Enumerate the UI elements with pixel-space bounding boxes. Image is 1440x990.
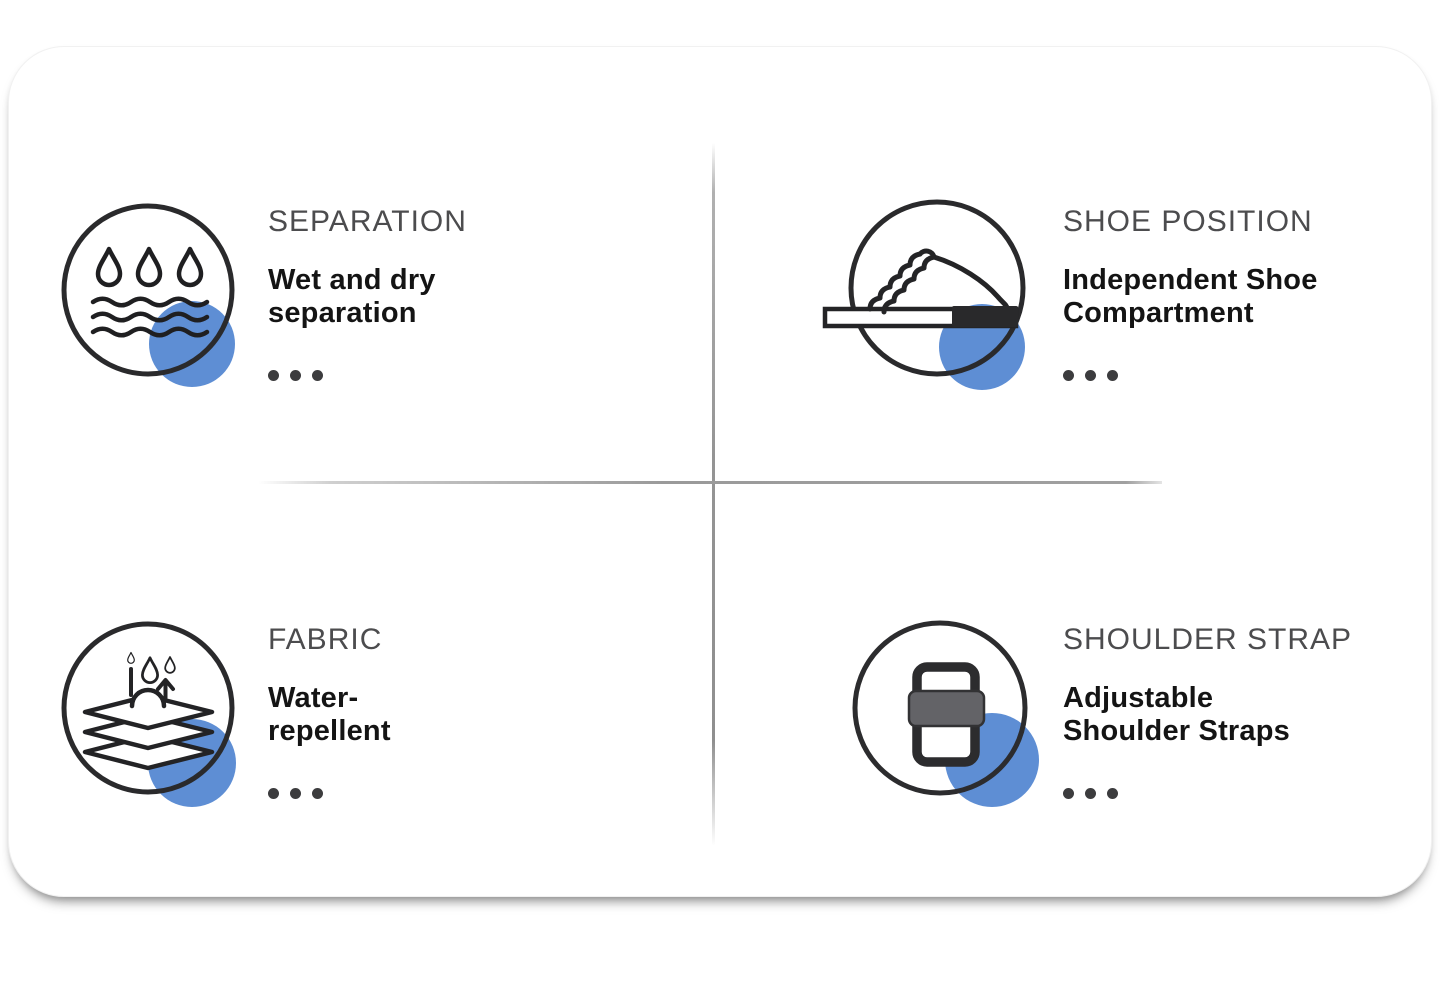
dot: [1085, 788, 1096, 799]
layered-fabric-repel-icon: [60, 614, 280, 824]
feature-title: SEPARATION: [268, 205, 467, 238]
vertical-divider: [712, 143, 715, 846]
feature-separation: SEPARATION Wet and dry separation: [268, 204, 618, 381]
feature-description-line2: Compartment: [1063, 297, 1254, 329]
icon-outline-circle: [61, 203, 235, 377]
feature-fabric: FABRIC Water- repellent: [268, 622, 618, 799]
ellipsis-dots: [1063, 370, 1413, 381]
ellipsis-dots: [1063, 788, 1413, 799]
feature-description-line2: separation: [268, 297, 417, 329]
shoe-on-shelf-icon: [820, 196, 1040, 406]
feature-description: Wet and dry separation: [268, 264, 618, 330]
dot: [268, 788, 279, 799]
dot: [312, 788, 323, 799]
dot: [290, 370, 301, 381]
water-drops-waves-icon: [60, 196, 280, 406]
dot: [268, 370, 279, 381]
feature-description-line2: repellent: [268, 715, 391, 747]
feature-description-line1: Adjustable: [1063, 682, 1214, 714]
dot: [1107, 788, 1118, 799]
feature-shoe-position: SHOE POSITION Independent Shoe Compartme…: [1063, 204, 1413, 381]
feature-description: Water- repellent: [268, 682, 618, 748]
accent-circle: [149, 301, 235, 387]
feature-description: Adjustable Shoulder Straps: [1063, 682, 1413, 748]
ellipsis-dots: [268, 370, 618, 381]
dot: [312, 370, 323, 381]
dot: [1063, 788, 1074, 799]
feature-title: SHOE POSITION: [1063, 205, 1313, 238]
strap-buckle-icon: [820, 614, 1040, 824]
ellipsis-dots: [268, 788, 618, 799]
feature-shoulder-strap: SHOULDER STRAP Adjustable Shoulder Strap…: [1063, 622, 1413, 799]
feature-description-line1: Water-: [268, 682, 359, 714]
dot: [290, 788, 301, 799]
horizontal-divider: [258, 481, 1162, 484]
dot: [1063, 370, 1074, 381]
icon-outline-circle: [852, 620, 1028, 796]
shoe-sole: [952, 306, 1018, 327]
feature-card: [8, 46, 1432, 897]
feature-description-line1: Wet and dry: [268, 264, 436, 296]
dot: [1107, 370, 1118, 381]
dot: [1085, 370, 1096, 381]
feature-description: Independent Shoe Compartment: [1063, 264, 1413, 330]
icon-outline-circle: [61, 621, 235, 795]
feature-description-line2: Shoulder Straps: [1063, 715, 1290, 747]
feature-title: FABRIC: [268, 623, 383, 656]
feature-description-line1: Independent Shoe: [1063, 264, 1318, 296]
feature-title: SHOULDER STRAP: [1063, 623, 1353, 656]
strap-slider: [907, 689, 986, 728]
icon-outline-circle: [848, 199, 1026, 377]
